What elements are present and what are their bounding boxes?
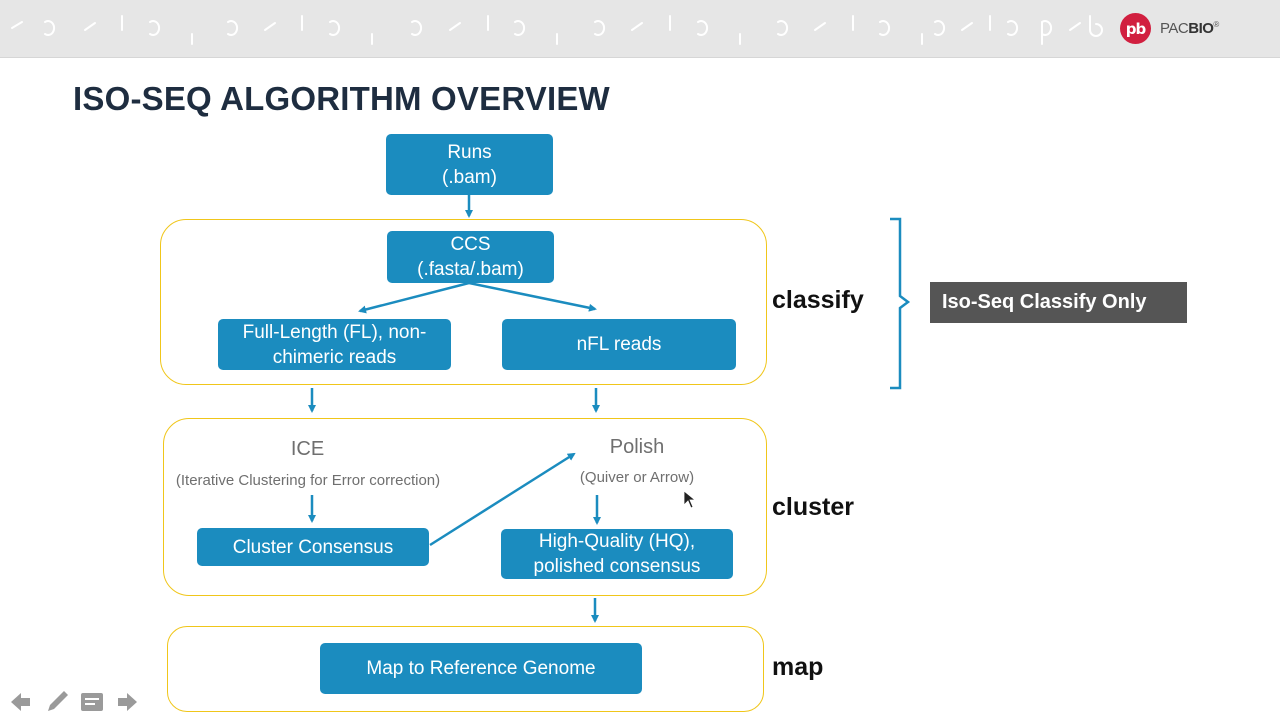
hq-consensus-box: High-Quality (HQ), polished consensus: [501, 529, 733, 579]
stage-map: map: [772, 653, 824, 681]
nfl-reads-label: nFL reads: [576, 334, 662, 355]
arrow-ccs-to-nfl: [468, 281, 597, 312]
header-bar: pb PACBIO®: [0, 0, 1280, 58]
hq-line1: High-Quality (HQ),: [538, 531, 696, 552]
mouse-cursor-icon: [683, 490, 697, 509]
ccs-format: (.fasta/.bam): [417, 259, 524, 280]
arrow-ccs-to-fl: [358, 281, 470, 314]
arrow-cluster-consensus-to-polish: [429, 452, 576, 547]
pacbio-logo: pb PACBIO®: [1120, 13, 1230, 45]
logo-registered: ®: [1213, 20, 1219, 29]
stage-cluster: cluster: [772, 493, 854, 521]
header-pattern: [11, 15, 1103, 45]
polish-label: Polish: [609, 436, 665, 458]
cluster-consensus-box: Cluster Consensus: [197, 528, 429, 566]
ccs-box: CCS (.fasta/.bam): [387, 231, 554, 283]
notes-icon[interactable]: [78, 689, 108, 715]
map-reference-label: Map to Reference Genome: [366, 658, 596, 679]
logo-wordmark: PACBIO®: [1160, 20, 1219, 37]
fl-reads-line2: chimeric reads: [272, 346, 397, 368]
runs-box: Runs (.bam): [386, 134, 553, 195]
ccs-label: CCS: [450, 234, 491, 255]
map-reference-box: Map to Reference Genome: [320, 643, 642, 694]
classify-bracket: [890, 217, 911, 390]
fl-reads-box: Full-Length (FL), non-chimeric reads: [218, 319, 451, 370]
logo-text-bold: BIO: [1188, 20, 1214, 37]
logo-mark: pb: [1120, 13, 1151, 44]
classify-only-badge: Iso-Seq Classify Only: [930, 282, 1187, 323]
pen-icon[interactable]: [42, 689, 76, 715]
presentation-controls: [8, 688, 142, 716]
ice-description: (Iterative Clustering for Error correcti…: [175, 472, 441, 489]
slide-title: ISO-SEQ ALGORITHM OVERVIEW: [73, 80, 610, 117]
logo-text-light: PAC: [1160, 20, 1189, 37]
back-arrow-icon[interactable]: [8, 689, 34, 715]
runs-format: (.bam): [442, 166, 497, 188]
stage-classify: classify: [772, 286, 864, 314]
hq-line2: polished consensus: [533, 556, 701, 577]
runs-label: Runs: [447, 141, 492, 163]
cluster-consensus-label: Cluster Consensus: [232, 536, 394, 558]
nfl-reads-box: nFL reads: [502, 319, 736, 370]
fl-reads-line1: Full-Length (FL), non-: [242, 321, 427, 343]
ice-label: ICE: [290, 438, 325, 460]
forward-arrow-icon[interactable]: [112, 689, 142, 715]
polish-description: (Quiver or Arrow): [579, 469, 695, 486]
